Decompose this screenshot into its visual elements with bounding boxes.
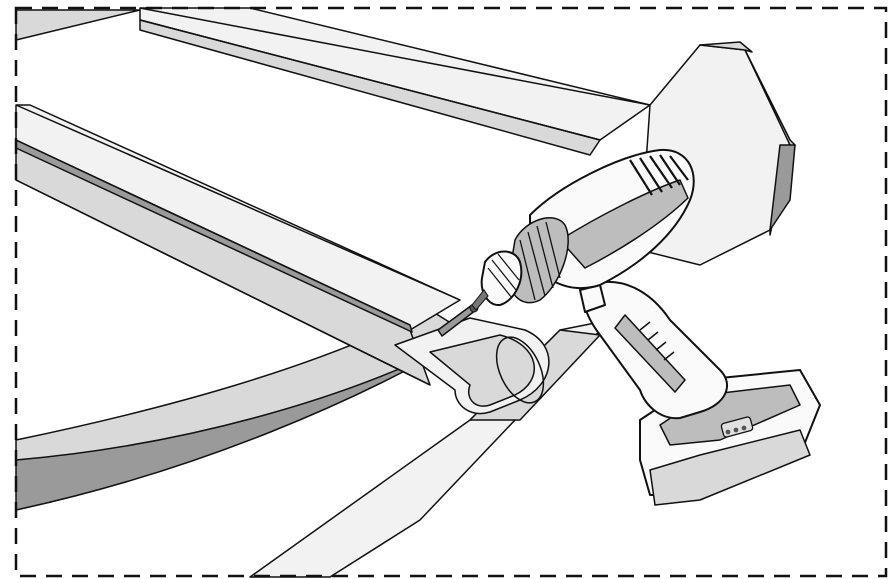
drill-battery-led-2 bbox=[733, 427, 739, 433]
main-rail-edge-mid bbox=[15, 139, 411, 326]
drill-vents bbox=[629, 154, 689, 196]
drill-battery-bottom bbox=[649, 429, 811, 506]
rail-end-cap-face bbox=[495, 336, 545, 404]
back-rail-edge-2 bbox=[139, 19, 601, 141]
drill-grip-ridges bbox=[639, 321, 675, 361]
back-rail-edge bbox=[139, 7, 651, 106]
drill-chuck-ridges bbox=[487, 253, 520, 299]
drill-battery-led-3 bbox=[741, 425, 747, 431]
frame-corner-top-left bbox=[15, 9, 141, 41]
dashed-border bbox=[14, 6, 888, 578]
drill-clutch-ridges bbox=[519, 221, 561, 301]
drill-housing-shade bbox=[559, 179, 689, 269]
drill-battery-led-1 bbox=[725, 429, 731, 435]
end-block-edge-face bbox=[769, 144, 796, 231]
main-rail-edge-bottom bbox=[15, 179, 431, 386]
cordless-drill bbox=[471, 148, 821, 506]
drill-bit bbox=[471, 289, 489, 311]
main-rail-edge-top bbox=[15, 104, 461, 301]
end-block-top bbox=[699, 41, 753, 53]
